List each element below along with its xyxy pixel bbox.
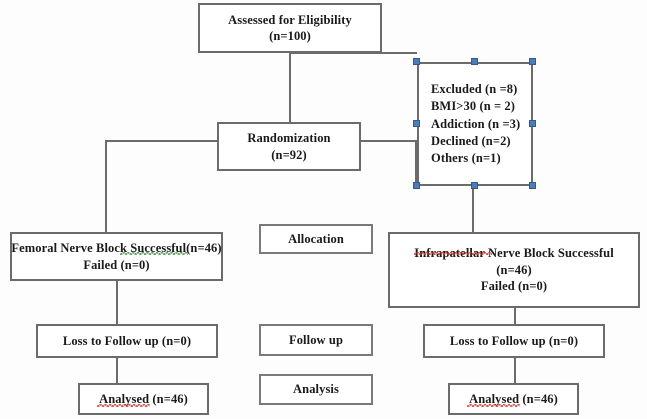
selection-handle-bottom-right[interactable] [529,182,536,189]
selection-handle-top-center[interactable] [471,58,478,65]
node-assessed-line1: Assessed for Eligibility [228,12,352,27]
node-excluded-line3: Addiction (n =3) [431,116,521,131]
node-excluded-line1: Excluded (n =8) [431,82,518,97]
node-analysis-line1: Analysis [293,382,339,397]
node-randomization-line1: Randomization [247,131,331,145]
node-excluded-line2: BMI>30 (n = 2) [431,99,516,114]
node-excluded[interactable]: Excluded (n =8) BMI>30 (n = 2) Addiction… [417,62,533,186]
node-followup-line1: Follow up [288,332,344,347]
node-analysed-right-line1: Analysed (n=46) [469,391,558,406]
connector-assessed-to-excluded [289,52,417,54]
connector-randomization-left-down [105,140,107,232]
connector-loss-to-analysed-left [116,358,118,383]
node-randomization[interactable]: Randomization (n=92) [217,122,361,171]
connector-excluded-to-infrapatellar [472,186,474,232]
connector-randomization-right-down [415,140,417,186]
connector-randomization-left [105,140,217,142]
connector-loss-to-analysed-right [514,358,516,383]
node-infrapatellar-nerve-block[interactable]: Infrapatellar Nerve Block Successful (n=… [388,232,640,308]
node-assessed-line2: (n=100) [269,29,311,43]
selection-handle-middle-right[interactable] [529,120,536,127]
node-analysed-left[interactable]: Analysed (n=46) [78,383,209,415]
selection-handle-bottom-center[interactable] [471,182,478,189]
node-excluded-line5: Others (n=1) [431,151,501,166]
node-excluded-line4: Declined (n=2) [431,134,511,149]
connector-assessed-to-randomization [289,53,291,122]
connector-femoral-to-loss [116,281,118,324]
node-infrapatellar-line3: Failed (n=0) [480,279,548,294]
node-followup-label[interactable]: Follow up [259,324,373,356]
node-analysed-left-line1: Analysed (n=46) [99,391,188,406]
node-femoral-line2: Failed (n=0) [83,257,150,272]
selection-handle-bottom-left[interactable] [413,182,420,189]
node-randomization-line2: (n=92) [271,147,307,162]
node-allocation-line1: Allocation [288,231,344,246]
node-loss-followup-right[interactable]: Loss to Follow up (n=0) [423,324,605,358]
node-analysis-label[interactable]: Analysis [259,374,373,405]
node-allocation-label[interactable]: Allocation [259,224,373,254]
selection-handle-top-right[interactable] [529,58,536,65]
node-loss-followup-left[interactable]: Loss to Follow up (n=0) [36,324,218,358]
connector-randomization-right [361,140,417,142]
node-loss-right-line1: Loss to Follow up (n=0) [449,333,579,348]
node-femoral-line1: Femoral Nerve Block Successful(n=46) [11,241,222,255]
node-femoral-nerve-block[interactable]: Femoral Nerve Block Successful(n=46) Fai… [10,232,223,281]
connector-infrapatellar-to-loss [514,308,516,324]
node-assessed-for-eligibility[interactable]: Assessed for Eligibility (n=100) [198,3,382,53]
node-infrapatellar-line1: Infrapatellar Nerve Block Successful [414,246,614,261]
selection-handle-top-left[interactable] [413,58,420,65]
node-infrapatellar-line2: (n=46) [496,262,532,277]
node-loss-left-line1: Loss to Follow up (n=0) [62,333,192,348]
node-analysed-right[interactable]: Analysed (n=46) [448,383,579,415]
selection-handle-middle-left[interactable] [413,120,420,127]
